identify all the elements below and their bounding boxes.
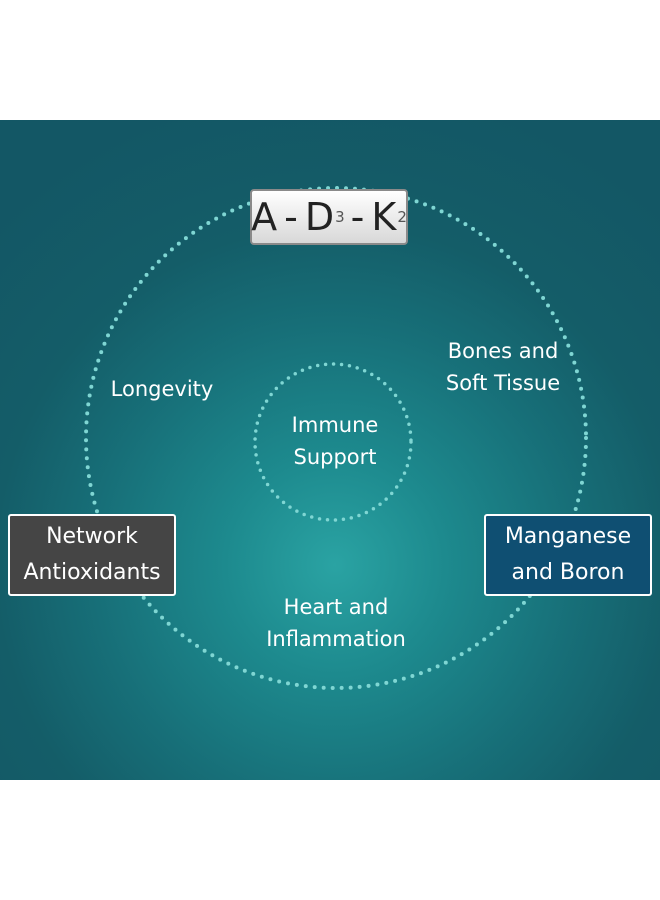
heart-label: Heart and Inflammation bbox=[254, 591, 418, 655]
center-line1: Immune bbox=[291, 413, 379, 437]
outer-dotted-ring bbox=[84, 186, 588, 690]
center-line2: Support bbox=[293, 445, 377, 469]
bones-label: Bones and Soft Tissue bbox=[428, 335, 578, 399]
network-line1: Network bbox=[46, 524, 138, 549]
network-antioxidants-box: Network Antioxidants bbox=[8, 514, 176, 596]
title-d: D bbox=[304, 195, 336, 239]
bones-line1: Bones and bbox=[447, 339, 559, 363]
network-line2: Antioxidants bbox=[23, 560, 161, 585]
title-a: A bbox=[251, 195, 279, 239]
heart-line2: Inflammation bbox=[266, 627, 406, 651]
title-k: K bbox=[371, 195, 398, 239]
title-k-sub: 2 bbox=[397, 208, 407, 226]
bones-line2: Soft Tissue bbox=[445, 371, 561, 395]
title-sep1: - bbox=[284, 195, 299, 239]
longevity-label: Longevity bbox=[110, 377, 214, 401]
dotted-rings bbox=[84, 186, 588, 690]
manganese-boron-box: Manganese and Boron bbox=[484, 514, 652, 596]
manganese-line1: Manganese bbox=[504, 524, 632, 549]
title-sep2: - bbox=[350, 195, 366, 239]
center-label: Immune Support bbox=[273, 409, 397, 473]
inner-dotted-ring bbox=[253, 362, 413, 522]
manganese-line2: and Boron bbox=[511, 560, 625, 585]
title-d-sub: 3 bbox=[335, 208, 345, 226]
heart-line1: Heart and bbox=[283, 595, 389, 619]
